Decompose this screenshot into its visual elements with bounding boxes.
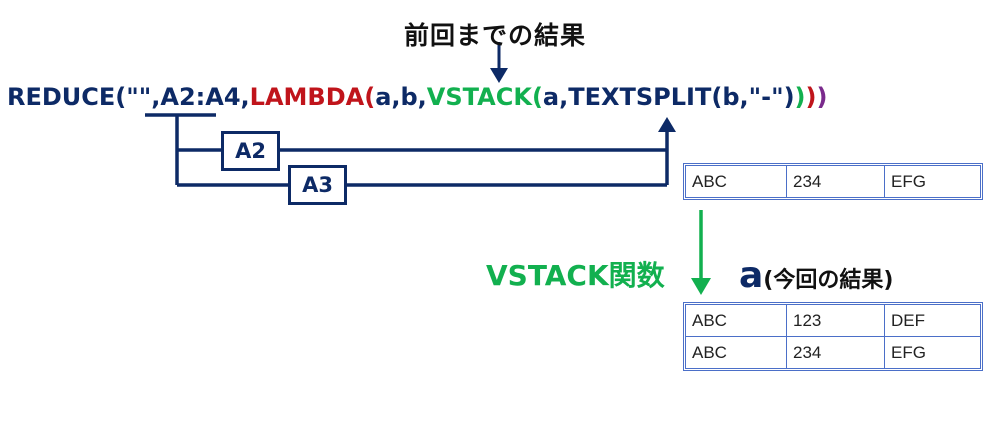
prev-arrow-head [490, 68, 508, 83]
table-cell: DEF [884, 304, 981, 337]
previous-result-label: 前回までの結果 [404, 21, 587, 50]
table-row: ABC 234 EFG [685, 336, 981, 369]
table-row: ABC 123 DEF [685, 304, 981, 337]
formula-range: A2:A4 [160, 83, 241, 111]
formula-vstack: VSTACK( [426, 83, 543, 111]
result-variable: a [739, 255, 764, 296]
b-arrow-head [658, 117, 676, 132]
previous-result-table: ABC 234 EFG [683, 163, 983, 200]
formula-text: REDUCE("",A2:A4,LAMBDA(a,b,VSTACK(a,TEXT… [7, 83, 827, 111]
formula-params: a,b, [375, 83, 427, 111]
current-result-table: ABC 123 DEF ABC 234 EFG [683, 302, 983, 371]
table-cell: EFG [884, 336, 981, 369]
vstack-function-label: VSTACK関数 [486, 259, 665, 292]
table-cell: ABC [685, 304, 787, 337]
table-cell: EFG [884, 165, 981, 198]
formula-reduce: REDUCE("", [7, 83, 161, 111]
formula-comma: , [240, 83, 250, 111]
formula-reduce-close: ) [816, 83, 828, 111]
table-cell: ABC [685, 165, 787, 198]
table-cell: ABC [685, 336, 787, 369]
table-cell: 234 [786, 336, 885, 369]
formula-lambda-close: ) [805, 83, 817, 111]
vstack-arrow-head [691, 278, 711, 295]
ref-box-a2: A2 [221, 131, 280, 171]
result-description: (今回の結果) [763, 268, 894, 293]
table-row: ABC 234 EFG [685, 165, 981, 198]
formula-lambda: LAMBDA( [249, 83, 376, 111]
table-cell: 234 [786, 165, 885, 198]
formula-vstack-close: ) [794, 83, 806, 111]
table-cell: 123 [786, 304, 885, 337]
current-result-label: a(今回の結果) [739, 255, 893, 296]
ref-box-a3: A3 [288, 165, 347, 205]
formula-textsplit: a,TEXTSPLIT(b,"-") [542, 83, 795, 111]
